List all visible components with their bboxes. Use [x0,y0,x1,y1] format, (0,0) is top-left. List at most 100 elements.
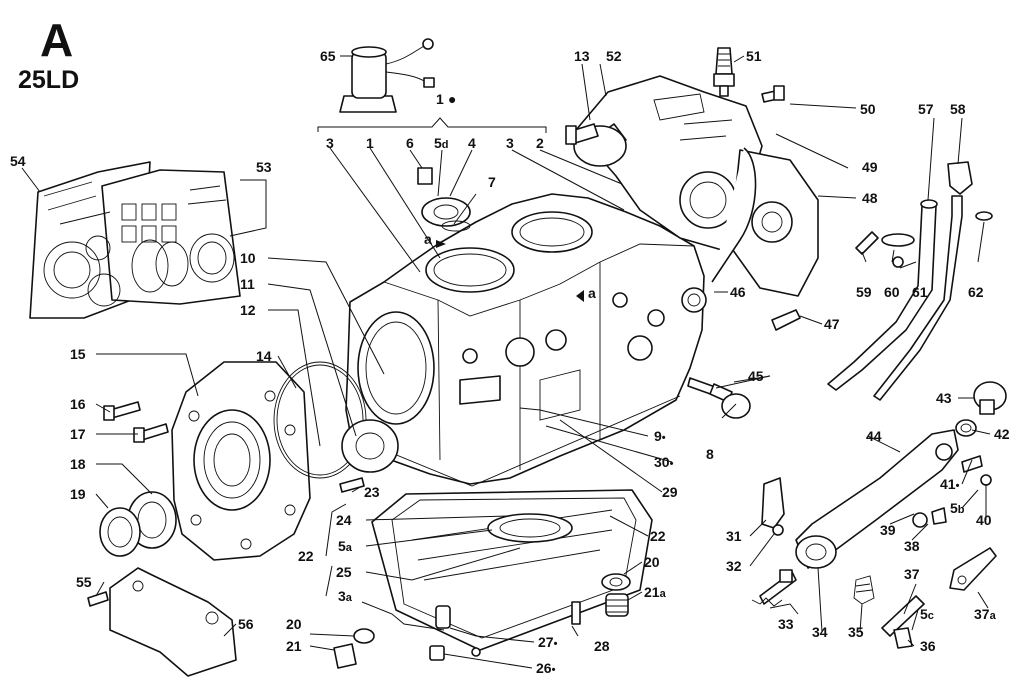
callout-17: 17 [70,426,86,442]
callout-22-left: 22 [298,548,314,564]
callout-a-left: a [424,231,432,247]
callout-5c: 5c [920,606,934,622]
callout-16: 16 [70,396,86,412]
callout-62: 62 [968,284,984,300]
callout-28: 28 [594,638,610,654]
callout-40: 40 [976,512,992,528]
solenoid-part [339,38,435,113]
callout-41: 41• [940,476,960,492]
o-ring-and-seal [273,361,399,479]
governor-lever [795,429,959,569]
callout-42: 42 [994,426,1010,442]
callout-27: 27• [538,634,558,650]
callout-56: 56 [238,616,254,632]
bolt-23 [339,477,365,493]
callout-8: 8 [706,446,714,462]
front-cover-15 [171,361,311,561]
clip-set [855,231,915,268]
callout-48: 48 [862,190,878,206]
callout-20-right: 20 [644,554,660,570]
callout-51: 51 [746,48,762,64]
callout-44: 44 [866,428,882,444]
callout-14: 14 [256,348,272,364]
arrow-a-right [576,290,584,302]
callout-33: 33 [778,616,794,632]
callout-29: 29 [662,484,678,500]
callout-34: 34 [812,624,828,640]
leader-lines [21,55,991,669]
callout-6: 6 [406,135,414,151]
callout-35: 35 [848,624,864,640]
callout-61: 61 [912,284,928,300]
group-note-mark: ● [448,91,456,107]
callout-25: 25 [336,564,352,580]
callout-65: 65 [320,48,336,64]
engine-model: 25LD [18,66,79,94]
callout-9: 9• [654,428,666,444]
callout-23: 23 [364,484,380,500]
arrow-a-left [436,240,446,248]
callout-60: 60 [884,284,900,300]
callout-5a: 5a [338,538,353,554]
callout-31: 31 [726,528,742,544]
callout-52: 52 [606,48,622,64]
callout-50: 50 [860,101,876,117]
callout-20-left: 20 [286,616,302,632]
shaft-seals [99,491,177,557]
gasket-kit-sheets [29,161,241,319]
callout-21a: 21a [644,584,667,600]
top-fasteners [565,47,785,145]
group-bracket: 1 ● [317,91,547,133]
drain-plugs [333,573,631,669]
callout-39: 39 [880,522,896,538]
callout-37: 37 [904,566,920,582]
callout-38: 38 [904,538,920,554]
callout-13: 13 [574,48,590,64]
diagram-letter: A [40,14,73,66]
dipstick-assembly [827,161,993,401]
callout-a-right: a [588,285,596,301]
callout-53: 53 [256,159,272,175]
callout-labels: 65 13 52 51 50 57 58 3 1 6 5d 4 3 2 7 a … [10,48,1010,676]
callout-12: 12 [240,302,256,318]
callout-1: 1 [366,135,374,151]
filler-cap [955,381,1007,437]
callout-57: 57 [918,101,934,117]
callout-3-left: 3 [326,135,334,151]
callout-10: 10 [240,250,256,266]
callout-30: 30• [654,454,674,470]
callout-37a: 37a [974,606,997,622]
callout-3a: 3a [338,588,353,604]
callout-19: 19 [70,486,86,502]
mount-bracket [87,567,237,677]
callout-54: 54 [10,153,26,169]
callout-55: 55 [76,574,92,590]
callout-49: 49 [862,159,878,175]
callout-5d: 5d [434,135,449,151]
callout-7: 7 [488,174,496,190]
callout-59: 59 [856,284,872,300]
callout-24: 24 [336,512,352,528]
callout-3-right: 3 [506,135,514,151]
cover-plate-small [417,167,471,232]
crankcase-block [345,193,707,487]
group-note-num: 1 [436,91,444,107]
callout-21: 21 [286,638,302,654]
cover-bolts [103,401,169,443]
callout-15: 15 [70,346,86,362]
callout-18: 18 [70,456,86,472]
lever-small-parts [751,455,997,649]
oil-pressure-sensor [687,377,751,419]
callout-45: 45 [748,368,764,384]
callout-36: 36 [920,638,936,654]
callout-43: 43 [936,390,952,406]
callout-5b: 5b [950,500,965,516]
callout-2: 2 [536,135,544,151]
callout-32: 32 [726,558,742,574]
callout-22-right: 22 [650,528,666,544]
callout-58: 58 [950,101,966,117]
callout-4: 4 [468,135,476,151]
callout-26: 26• [536,660,556,676]
callout-47: 47 [824,316,840,332]
